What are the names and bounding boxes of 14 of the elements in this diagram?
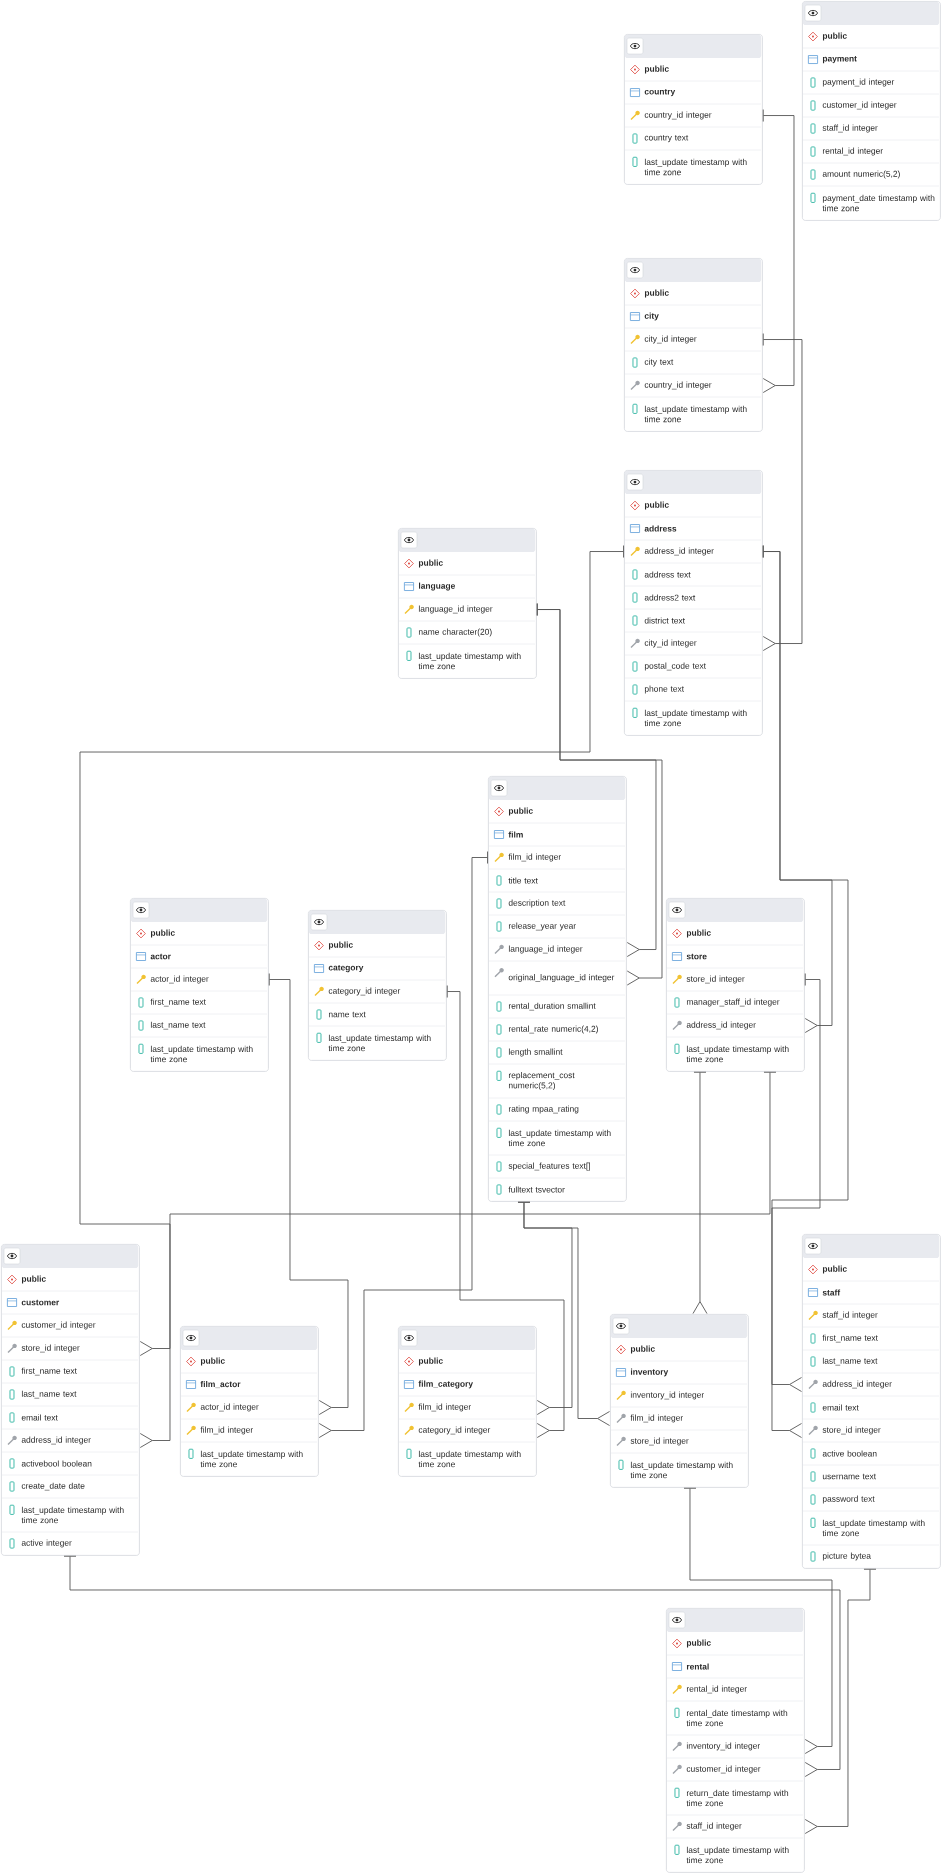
relationship-line	[771, 973, 821, 1438]
relationship-line	[268, 973, 349, 1415]
relationship-line	[79, 545, 624, 1448]
relationship-line	[762, 545, 849, 1392]
relationship-line	[139, 1071, 777, 1356]
relationship-line	[804, 1568, 877, 1834]
relationship-line	[446, 985, 565, 1438]
relationship-line	[692, 1071, 708, 1314]
relationship-line	[683, 1487, 833, 1754]
relationship-line	[762, 109, 795, 393]
relationship-line	[63, 1555, 841, 1777]
relationship-line	[517, 1201, 610, 1426]
relationship-line	[762, 333, 803, 651]
relationship-line	[318, 851, 488, 1438]
